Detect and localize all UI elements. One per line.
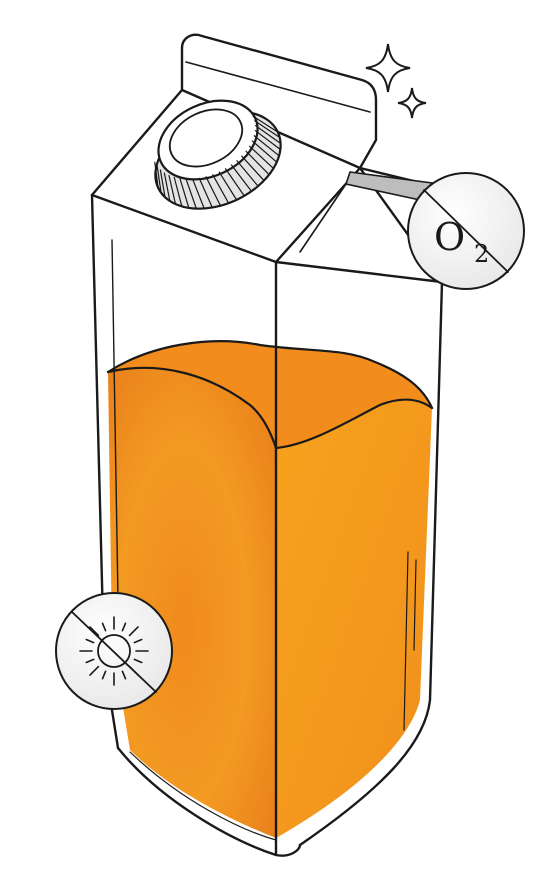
carton-cap (154, 99, 282, 210)
juice-right-face (276, 399, 432, 838)
no-sunlight-badge (55, 592, 173, 710)
juice-surface (108, 341, 432, 448)
juice-left-face (108, 367, 276, 838)
oxygen-symbol: O (434, 215, 465, 259)
no-oxygen-badge: O 2 (407, 172, 525, 290)
oxygen-subscript: 2 (474, 240, 489, 268)
sparkle-icon (365, 43, 427, 119)
sun-icon (97, 634, 131, 668)
